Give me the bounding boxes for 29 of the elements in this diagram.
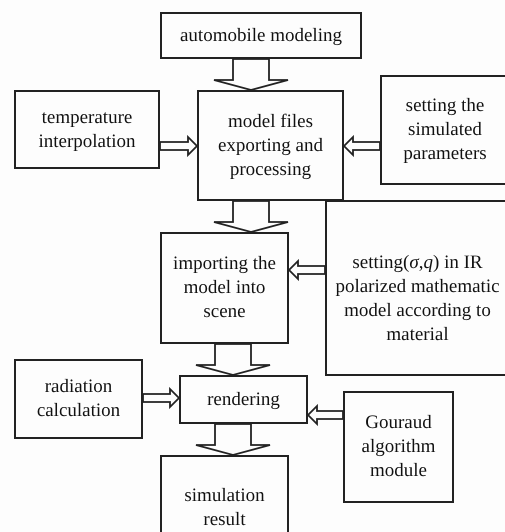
process-box <box>380 75 505 185</box>
process-box <box>14 359 143 439</box>
hollow-arrow <box>306 404 344 426</box>
hollow-arrow <box>195 423 271 456</box>
process-box <box>325 200 505 376</box>
box-text: simulation result <box>183 484 266 532</box>
box-text: temperature interpolation <box>37 106 137 154</box>
hollow-arrow <box>342 134 381 158</box>
box-text: setting the simulated parameters <box>402 94 488 166</box>
box-text: importing the model into scene <box>172 252 277 324</box>
box-text: radiation calculation <box>36 375 122 423</box>
box-text: Gouraud algorithm module <box>360 411 436 483</box>
process-box <box>343 391 454 503</box>
box-text: model files exporting and processing <box>216 110 324 182</box>
hollow-arrow <box>195 343 271 376</box>
hollow-arrow <box>159 134 198 158</box>
hollow-arrow <box>288 258 326 282</box>
process-box <box>14 90 160 169</box>
process-box <box>197 90 344 201</box>
hollow-arrow <box>142 386 180 410</box>
process-box <box>160 455 289 532</box>
hollow-arrow <box>213 58 289 91</box>
process-box <box>179 375 308 424</box>
process-box <box>160 12 362 59</box>
process-box <box>160 232 289 344</box>
box-text: setting(σ,q) in IR polarized mathematic model according to material <box>334 251 501 347</box>
box-text: automobile modeling <box>178 24 343 48</box>
box-text: rendering <box>206 388 281 412</box>
hollow-arrow <box>213 200 289 233</box>
